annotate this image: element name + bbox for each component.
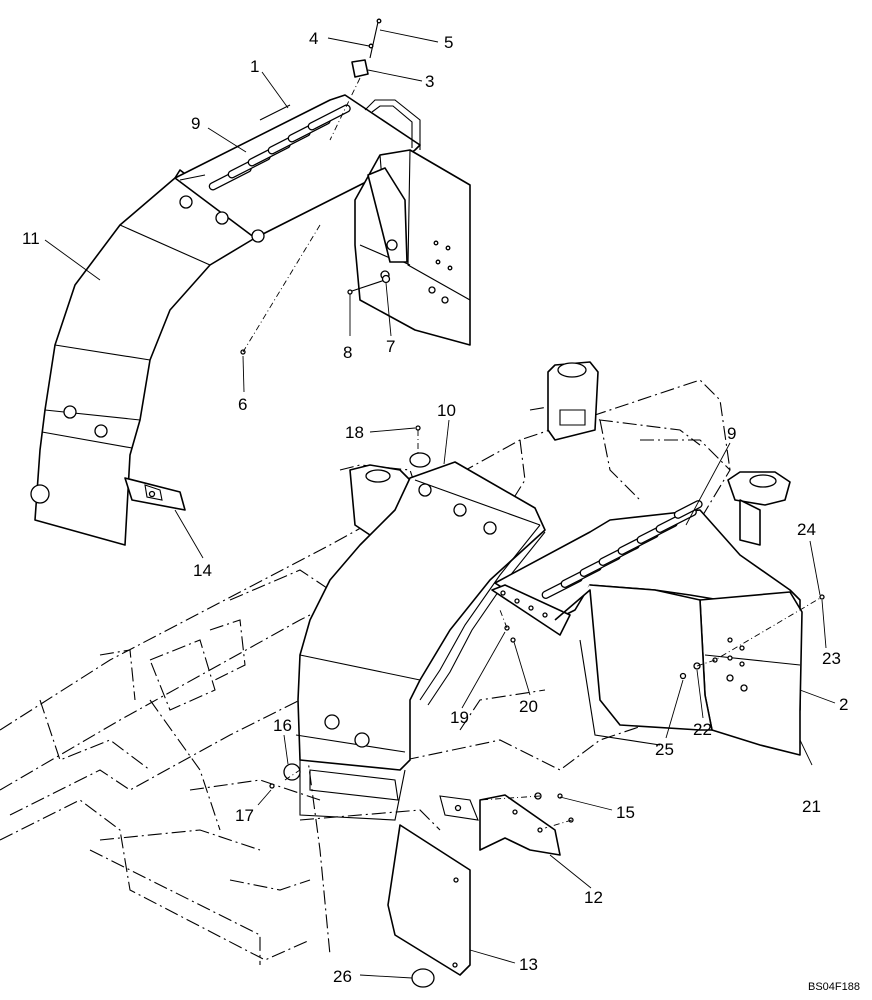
drawing-code: BS04F188 <box>808 981 860 993</box>
callout-16: 16 <box>273 716 292 735</box>
fender-left-assembly <box>30 94 421 546</box>
callout-18: 18 <box>345 423 364 442</box>
assembly-lines <box>242 77 823 829</box>
callout-20: 20 <box>519 697 538 716</box>
callout-6: 6 <box>238 395 247 414</box>
callout-8: 8 <box>343 343 352 362</box>
callout-26: 26 <box>333 967 352 986</box>
callout-1: 1 <box>250 57 259 76</box>
callout-11: 11 <box>22 229 40 248</box>
callout-10: 10 <box>437 401 456 420</box>
callout-14: 14 <box>193 561 212 580</box>
mud-flap-bracket <box>439 794 561 856</box>
callout-labels: 1 2 3 4 5 6 7 8 9 9 10 11 12 13 14 15 16… <box>22 29 860 993</box>
frame-mount-post-right <box>727 471 791 546</box>
callout-23: 23 <box>822 649 841 668</box>
callout-15: 15 <box>616 803 635 822</box>
mud-flap-lower <box>387 824 471 976</box>
callout-leaders <box>44 29 836 979</box>
spacer-item-3 <box>351 59 369 78</box>
callout-2: 2 <box>839 695 848 714</box>
callout-13: 13 <box>519 955 538 974</box>
callout-5: 5 <box>444 33 453 52</box>
fender-center-assembly <box>295 461 546 821</box>
hardware <box>240 18 825 988</box>
callout-9-right: 9 <box>727 424 736 443</box>
callout-9-left: 9 <box>191 114 200 133</box>
callout-25: 25 <box>655 740 674 759</box>
callout-21: 21 <box>802 797 821 816</box>
callout-12: 12 <box>584 888 603 907</box>
callout-19: 19 <box>450 708 469 727</box>
fender-left-side-panel <box>354 149 471 346</box>
callout-7: 7 <box>386 337 395 356</box>
callout-22: 22 <box>693 720 712 739</box>
callout-17: 17 <box>235 806 254 825</box>
frame-mount-post-center <box>547 361 599 441</box>
callout-3: 3 <box>425 72 434 91</box>
machine-frame <box>0 379 741 965</box>
fender-right-assembly <box>491 500 803 756</box>
callout-4: 4 <box>309 29 318 48</box>
callout-24: 24 <box>797 520 816 539</box>
